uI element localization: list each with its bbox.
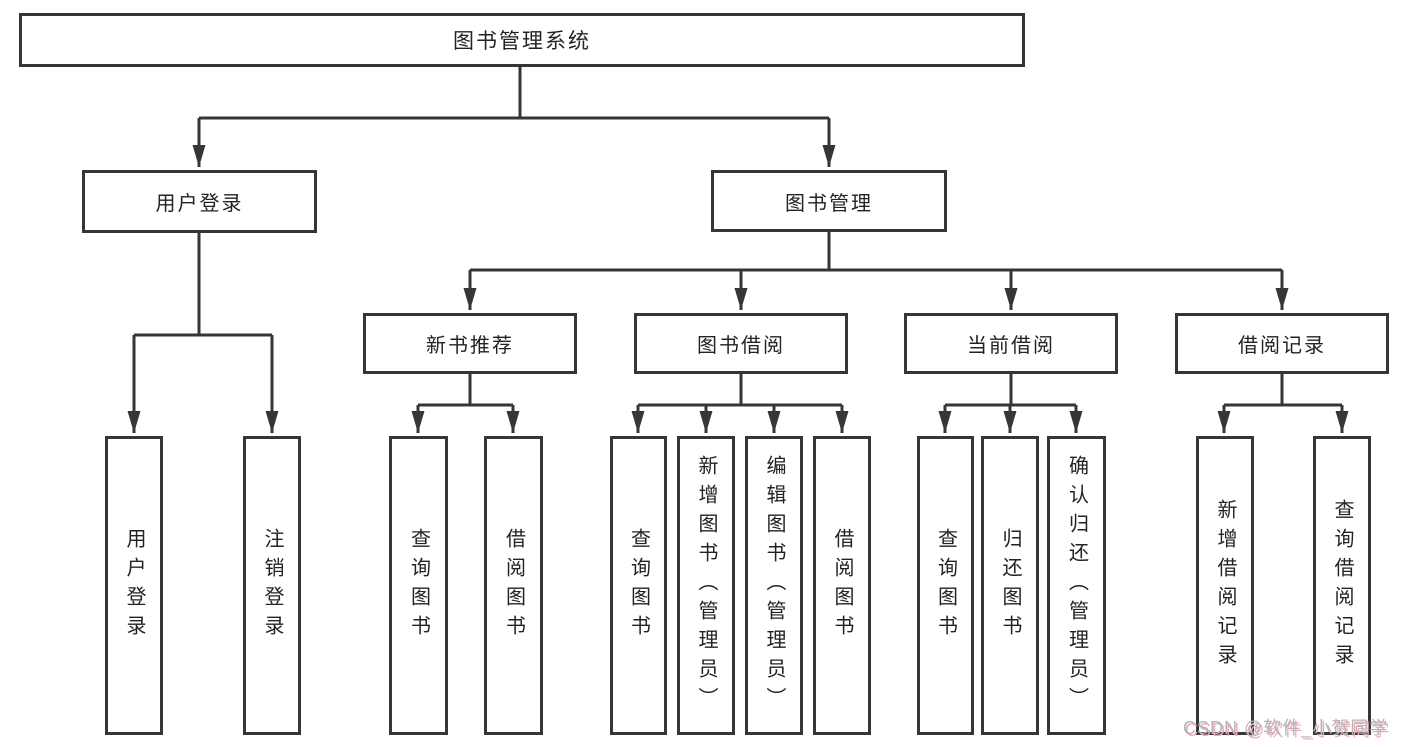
node-borrow-records: 借阅记录	[1175, 313, 1389, 374]
leaf-add-book-admin: 新增图书（管理员）	[677, 436, 735, 735]
leaf-query-books-3: 查询图书	[917, 436, 974, 735]
node-book-borrow: 图书借阅	[634, 313, 848, 374]
connector-user-login-bus	[134, 233, 272, 337]
leaf-user-login: 用户登录	[105, 436, 163, 735]
node-current-borrow-label: 当前借阅	[967, 335, 1055, 357]
node-borrow-records-label: 借阅记录	[1238, 335, 1326, 357]
leaf-confirm-return-admin: 确认归还（管理员）	[1047, 436, 1106, 735]
leaf-add-book-admin-label: 新增图书（管理员）	[695, 455, 717, 716]
leaf-return-books: 归还图书	[981, 436, 1039, 735]
connector-book-borrow-bus	[638, 374, 842, 407]
leaf-edit-book-admin-label: 编辑图书（管理员）	[763, 455, 785, 716]
leaf-logout: 注销登录	[243, 436, 301, 735]
leaf-borrow-books-1: 借阅图书	[484, 436, 543, 735]
node-user-login-label: 用户登录	[155, 193, 244, 215]
leaf-query-borrow-record-label: 查询借阅记录	[1331, 498, 1353, 673]
node-user-login: 用户登录	[82, 170, 317, 233]
connector-current-borrow-bus	[945, 374, 1076, 407]
node-book-mgmt: 图书管理	[711, 170, 947, 232]
leaf-add-borrow-record-label: 新增借阅记录	[1214, 498, 1236, 673]
node-current-borrow: 当前借阅	[904, 313, 1118, 374]
node-book-borrow-label: 图书借阅	[697, 335, 785, 357]
csdn-watermark: CSDN @软件_小贺同学	[1183, 718, 1389, 738]
connector-root-bus	[199, 67, 829, 120]
leaf-query-borrow-record: 查询借阅记录	[1313, 436, 1371, 735]
connector-borrow-records-bus	[1224, 374, 1342, 407]
leaf-query-books-2-label: 查询图书	[627, 527, 650, 644]
leaf-query-books-3-label: 查询图书	[934, 527, 957, 644]
node-book-mgmt-label: 图书管理	[785, 192, 873, 215]
node-new-book-rec: 新书推荐	[363, 313, 577, 374]
leaf-logout-label: 注销登录	[261, 527, 283, 644]
node-new-book-rec-label: 新书推荐	[426, 335, 514, 357]
node-root-label: 图书管理系统	[453, 30, 591, 53]
leaf-confirm-return-admin-label: 确认归还（管理员）	[1065, 455, 1088, 716]
leaf-query-books-2: 查询图书	[610, 436, 667, 735]
leaf-borrow-books-2-label: 借阅图书	[831, 527, 853, 644]
leaf-query-books-1-label: 查询图书	[407, 527, 430, 644]
node-root: 图书管理系统	[19, 13, 1025, 67]
leaf-borrow-books-2: 借阅图书	[813, 436, 871, 735]
leaf-query-books-1: 查询图书	[389, 436, 448, 735]
leaf-add-borrow-record: 新增借阅记录	[1196, 436, 1254, 735]
leaf-borrow-books-1-label: 借阅图书	[502, 527, 525, 644]
leaf-user-login-label: 用户登录	[123, 527, 145, 644]
connector-new-book-rec-bus	[418, 374, 513, 407]
connector-book-mgmt-bus	[470, 232, 1282, 272]
leaf-return-books-label: 归还图书	[999, 527, 1021, 644]
leaf-edit-book-admin: 编辑图书（管理员）	[745, 436, 803, 735]
